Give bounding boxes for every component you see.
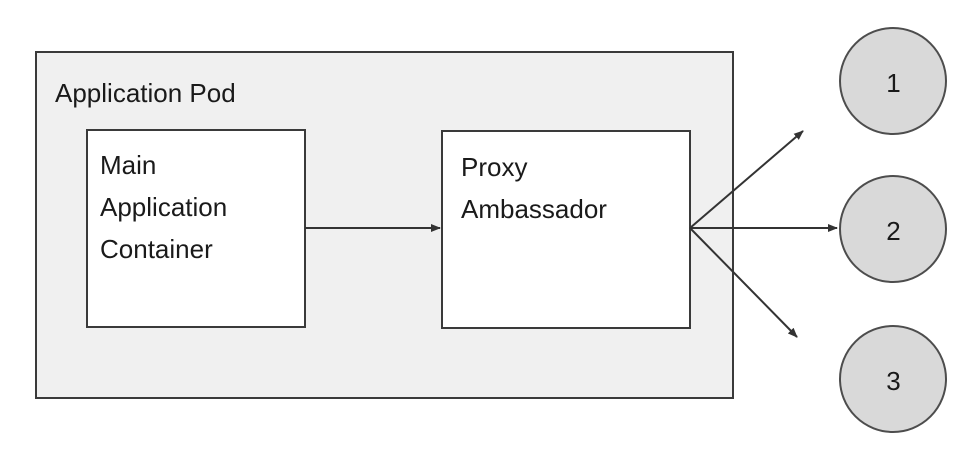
main-application-container-label: Main Application Container [100,150,228,264]
node-2-circle [839,175,947,283]
connector-proxy-to-node-3 [689,227,798,338]
application-pod-label: Application Pod [55,78,236,108]
main-application-container-box [86,129,306,328]
connector-proxy-to-node-1 [689,130,804,229]
node-3-circle [839,325,947,433]
node-1-circle [839,27,947,135]
proxy-ambassador-label: Proxy Ambassador [461,152,607,224]
node-3-label: 3 [886,366,901,396]
proxy-ambassador-box [441,130,691,329]
node-1-label: 1 [886,68,901,98]
node-2-label: 2 [886,216,901,246]
